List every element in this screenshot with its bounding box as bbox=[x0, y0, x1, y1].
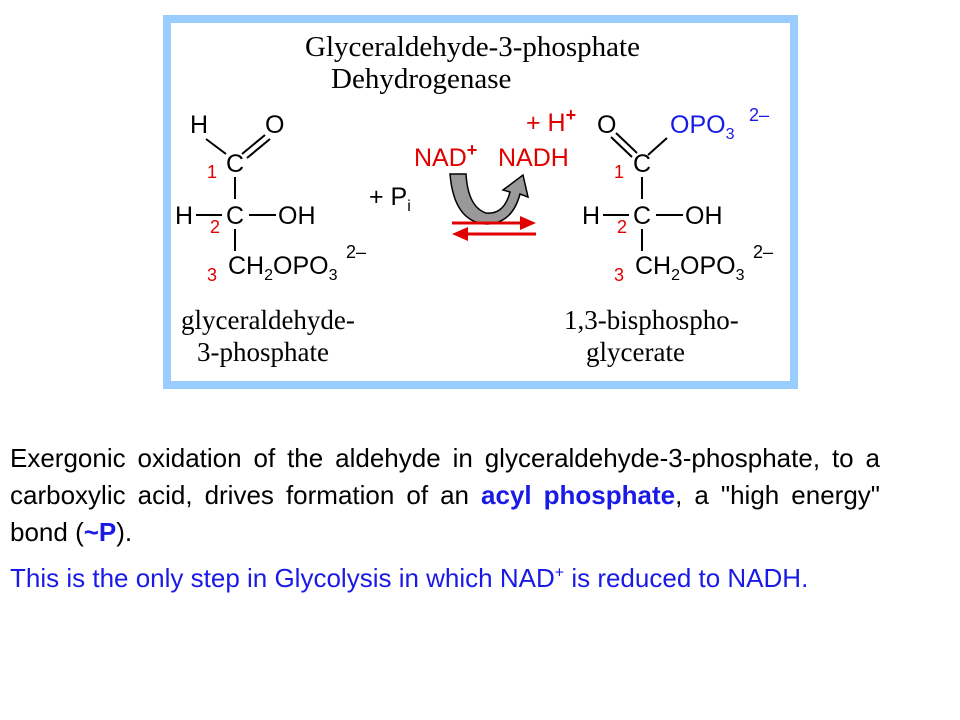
product-number-2: 2 bbox=[617, 217, 627, 237]
reactant-oh: OH bbox=[278, 202, 316, 230]
product-opo3-top: OPO3 bbox=[670, 111, 735, 143]
high-energy-bond-highlight: ~P bbox=[83, 517, 117, 547]
reactant-structure: H O C 1 H C OH 2 3 CH2OPO3 2– bbox=[175, 111, 366, 285]
reactant-c2: C bbox=[226, 202, 244, 230]
diagram-frame bbox=[163, 15, 798, 389]
caption-paragraph-2: This is the only step in Glycolysis in w… bbox=[10, 563, 809, 593]
product-h-left: H bbox=[582, 202, 600, 230]
product-o-top: O bbox=[597, 111, 616, 139]
product-name-line2: glycerate bbox=[586, 337, 685, 367]
product-number-3: 3 bbox=[614, 265, 624, 285]
nad-plus-label: NAD+ bbox=[414, 140, 477, 172]
reactant-h-left: H bbox=[175, 202, 193, 230]
reactant-h-top: H bbox=[190, 111, 208, 139]
product-charge: 2– bbox=[753, 242, 773, 262]
product-name-line1: 1,3-bisphospho- bbox=[564, 305, 739, 335]
nadh-label: NADH bbox=[498, 144, 569, 172]
reverse-arrowhead bbox=[452, 227, 468, 241]
coenzyme-curved-arrow bbox=[449, 173, 530, 225]
reactant-charge: 2– bbox=[346, 242, 366, 262]
reactant-o-top: O bbox=[265, 111, 284, 139]
reactant-number-2: 2 bbox=[210, 217, 220, 237]
product-ch2opo3: CH2OPO3 bbox=[635, 252, 745, 284]
reaction-diagram: Glyceraldehyde-3-phosphate Dehydrogenase… bbox=[163, 15, 798, 389]
plus-h: + H+ bbox=[526, 105, 576, 137]
enzyme-title-line1: Glyceraldehyde-3-phosphate bbox=[305, 31, 640, 63]
reactant-name-line1: glyceraldehyde- bbox=[181, 305, 355, 335]
reversible-arrows bbox=[452, 216, 536, 241]
product-c2: C bbox=[633, 202, 651, 230]
product-oh: OH bbox=[685, 202, 723, 230]
reactant-ch2opo3: CH2OPO3 bbox=[228, 252, 338, 284]
bond-c1-o-a bbox=[241, 134, 266, 155]
caption: Exergonic oxidation of the aldehyde in g… bbox=[10, 440, 880, 597]
enzyme-title-line2: Dehydrogenase bbox=[331, 63, 511, 95]
product-charge-top: 2– bbox=[749, 105, 769, 125]
bond-c1-opo3 bbox=[647, 137, 668, 156]
acyl-phosphate-highlight: acyl phosphate bbox=[481, 480, 676, 510]
product-number-1: 1 bbox=[614, 162, 624, 182]
curved-arrow-shape bbox=[449, 173, 530, 225]
reactant-number-1: 1 bbox=[207, 162, 217, 182]
caption-paragraph-1: Exergonic oxidation of the aldehyde in g… bbox=[10, 443, 881, 547]
product-structure: O OPO3 2– C 1 H C OH 2 3 CH2OPO3 2– bbox=[582, 105, 773, 285]
reactant-name-line2: 3-phosphate bbox=[197, 337, 329, 367]
reactant-c1: C bbox=[226, 150, 244, 178]
forward-arrowhead bbox=[520, 216, 536, 230]
plus-pi: + Pi bbox=[369, 183, 411, 215]
bond-h-c1 bbox=[205, 138, 227, 155]
product-c1: C bbox=[633, 150, 651, 178]
reactant-number-3: 3 bbox=[207, 265, 217, 285]
bond-o-c1-b bbox=[615, 132, 638, 154]
bond-o-c1-a bbox=[610, 136, 633, 158]
bond-c1-o-b bbox=[246, 138, 271, 159]
